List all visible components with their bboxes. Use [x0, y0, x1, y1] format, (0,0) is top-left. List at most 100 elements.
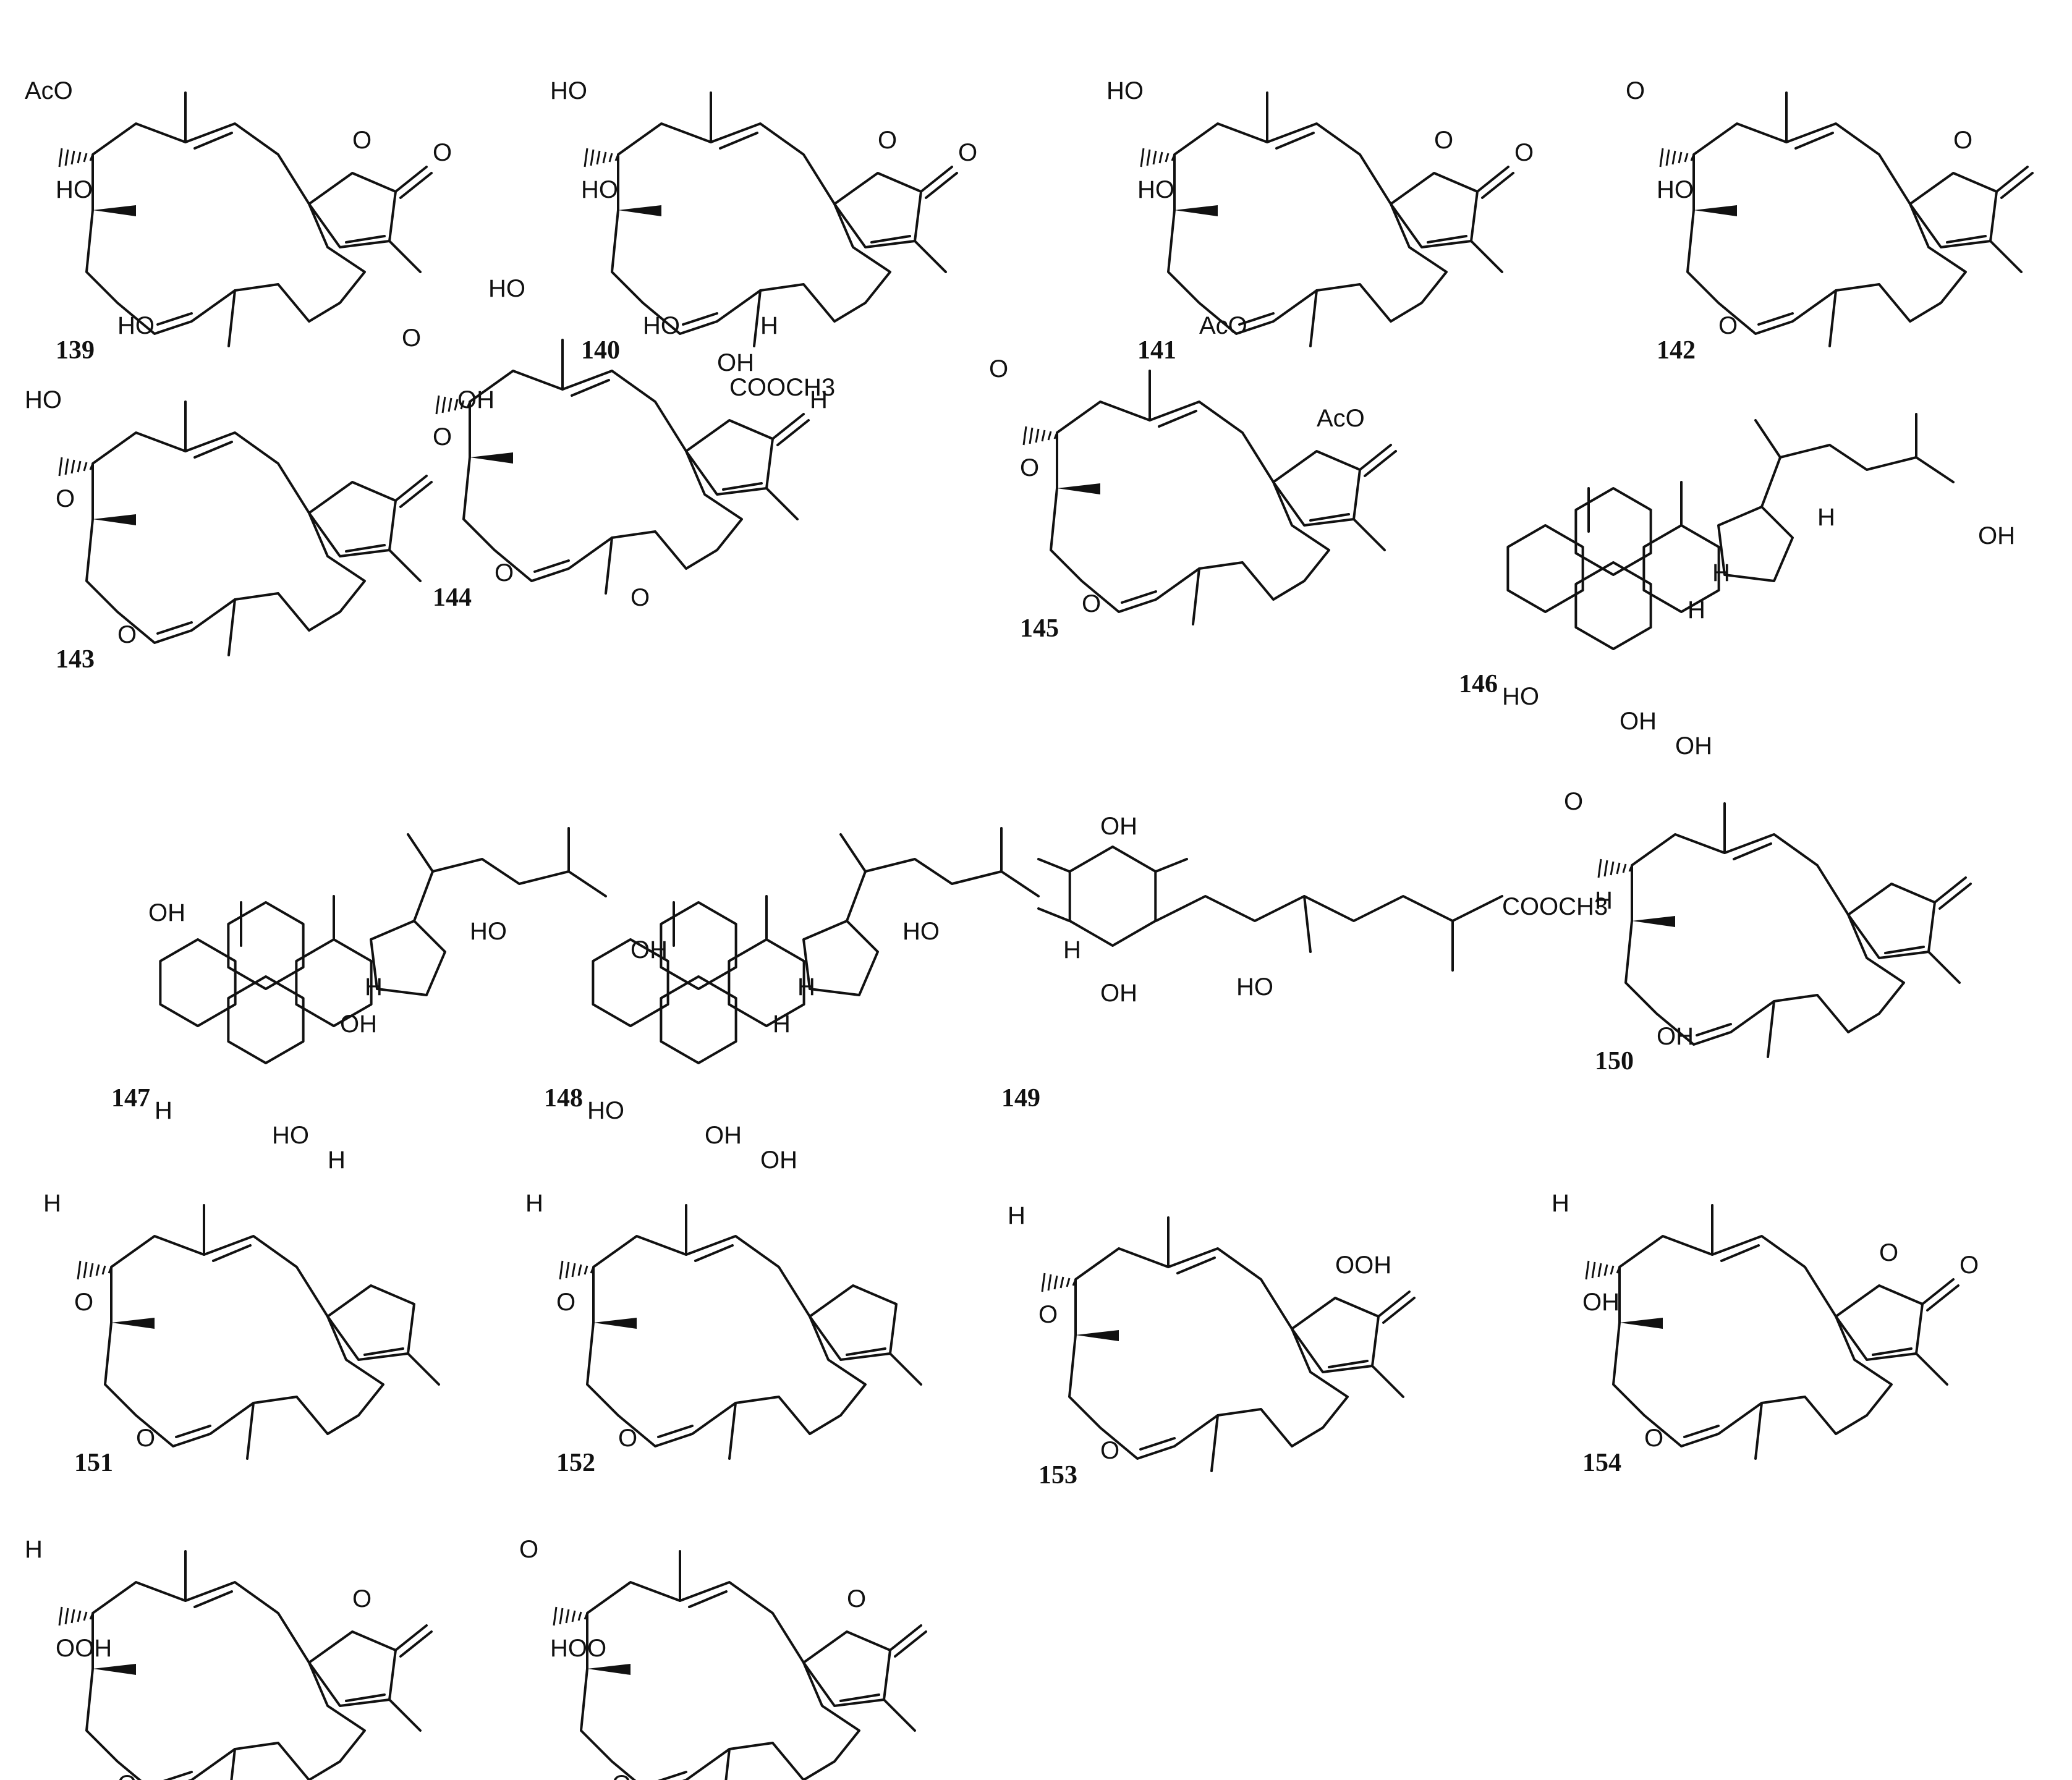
- carbonyl-bond: [1476, 166, 1509, 193]
- atom-label: O: [117, 621, 137, 648]
- atom-label: OH: [1657, 1023, 1694, 1050]
- compound-number: 148: [544, 1084, 583, 1112]
- methyl-bond: [1210, 1414, 1219, 1472]
- lactone-ring-bond: [1272, 450, 1361, 527]
- atom-label: O: [1879, 1239, 1898, 1266]
- carbonyl-bond: [1377, 1290, 1411, 1318]
- double-bond: [688, 1590, 728, 1608]
- stereo-hash: [1610, 1265, 1615, 1275]
- atom-label: H: [43, 1190, 61, 1217]
- double-bond: [722, 482, 763, 491]
- stereo-hash: [435, 395, 440, 415]
- double-bond: [694, 1244, 734, 1262]
- methyl-bond: [1352, 518, 1386, 551]
- double-bond: [846, 1347, 886, 1356]
- atom-label: O: [1953, 127, 1972, 154]
- stereo-hash: [553, 1606, 558, 1626]
- stereo-hash: [1146, 149, 1151, 166]
- stereo-hash: [1171, 154, 1176, 161]
- stereo-hash: [565, 1261, 570, 1279]
- compound-number: 149: [1001, 1084, 1040, 1112]
- methyl-bond: [889, 1352, 922, 1386]
- stereo-wedge: [111, 1318, 155, 1329]
- double-bond: [345, 1693, 386, 1702]
- stereo-hash: [590, 149, 595, 166]
- double-bond: [1696, 1023, 1732, 1036]
- atom-label: H: [25, 1536, 43, 1563]
- lactone-ring-bond: [308, 1630, 397, 1707]
- methyl-bond: [1192, 567, 1200, 625]
- atom-label: O: [847, 1585, 866, 1613]
- double-bond: [1328, 1360, 1369, 1368]
- double-bond: [533, 559, 570, 573]
- methyl-bond: [724, 1748, 731, 1780]
- atom-label: O: [1100, 1437, 1119, 1464]
- steroid-ring-bond: [227, 901, 305, 990]
- steroid-ring-bond: [802, 920, 879, 996]
- carbonyl-bond: [1921, 1278, 1955, 1305]
- atom-label: H: [525, 1190, 543, 1217]
- atom-label: O: [402, 324, 421, 352]
- stereo-hash: [590, 1266, 595, 1274]
- atom-label: H: [1008, 1202, 1025, 1229]
- carbonyl-bond: [1382, 1297, 1416, 1324]
- stereo-hash: [1059, 1276, 1064, 1289]
- atom-label: OOH: [1335, 1252, 1391, 1279]
- methyl-bond: [839, 833, 867, 873]
- atom-label: HO: [581, 176, 618, 203]
- atom-label: H: [1063, 936, 1081, 964]
- methyl-bond: [1828, 289, 1837, 347]
- atom-label: O: [878, 127, 897, 154]
- steroid-ring-bond: [1642, 524, 1720, 613]
- stereo-hash: [77, 1610, 82, 1622]
- atom-label: AcO: [1317, 405, 1365, 432]
- carbonyl-bond: [894, 1630, 927, 1658]
- steroid-ring-bond: [660, 901, 737, 990]
- stereo-wedge: [593, 1318, 637, 1329]
- stereo-hash: [1678, 151, 1683, 164]
- methyl-bond: [388, 1698, 422, 1732]
- stereo-hash: [70, 1609, 75, 1624]
- atom-label: O: [433, 423, 452, 451]
- macrocycle-bond: [85, 122, 366, 335]
- double-bond: [193, 132, 233, 150]
- lactone-ring-bond: [1847, 883, 1936, 959]
- stereo-hash: [584, 148, 588, 167]
- stereo-hash: [1628, 865, 1633, 872]
- methyl-bond: [1371, 1365, 1404, 1398]
- double-bond: [156, 621, 193, 635]
- atom-label: HO: [587, 1097, 624, 1124]
- stereo-hash: [89, 1613, 94, 1620]
- side-chain-bond: [846, 858, 1040, 922]
- methyl-bond: [407, 833, 434, 873]
- double-bond: [682, 312, 718, 326]
- carbonyl-bond: [1359, 444, 1392, 471]
- stereo-hash: [70, 150, 75, 165]
- compound-number: 145: [1020, 614, 1059, 643]
- double-bond: [345, 235, 386, 244]
- side-chain-bond: [413, 858, 607, 922]
- atom-label: O: [612, 1771, 631, 1780]
- methyl-bond: [1037, 858, 1071, 873]
- stereo-wedge: [1076, 1330, 1119, 1341]
- lactone-ring-bond: [802, 1630, 891, 1707]
- stereo-wedge: [93, 514, 136, 525]
- stereo-wedge: [1694, 205, 1737, 216]
- methyl-bond: [407, 1352, 440, 1386]
- macrocycle-bond: [1050, 400, 1330, 613]
- double-bond: [719, 132, 758, 150]
- stereo-hash: [1610, 861, 1615, 876]
- methyl-bond: [1754, 419, 1781, 459]
- atom-label: HO: [272, 1122, 309, 1149]
- stereo-hash: [1066, 1278, 1071, 1287]
- stereo-hash: [58, 1606, 63, 1626]
- stereo-hash: [584, 1613, 588, 1620]
- stereo-wedge: [1057, 483, 1100, 494]
- atom-label: OH: [1675, 732, 1712, 760]
- stereo-hash: [1659, 148, 1664, 167]
- atom-label: HO: [488, 275, 525, 302]
- methyl-bond: [246, 1402, 255, 1460]
